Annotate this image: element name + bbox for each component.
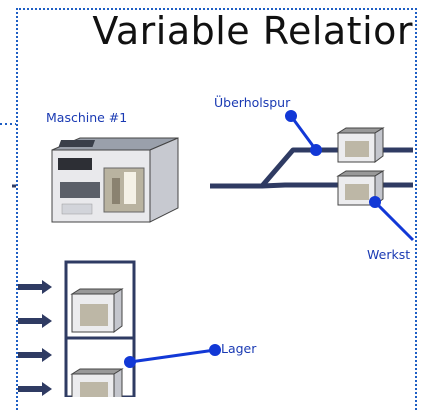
arrow-3 [18,348,52,362]
slide-title: Variable Relatior [92,9,413,53]
overtaking-lane-label: Überholspur [214,95,291,110]
input-arrows [18,280,52,396]
label-connectors [124,110,415,368]
workshop-label: Werkst [367,247,411,262]
workshop-connector [373,200,415,242]
storage-machine-1 [70,288,124,333]
machine-1-icon [51,137,179,223]
storage-rack [64,260,136,397]
storage-machine-2 [70,368,124,397]
overtaking-connector [289,115,318,151]
slide-frame [16,8,417,410]
track-machine-1 [336,127,385,163]
arrow-2 [18,314,52,328]
arrow-1 [18,280,52,294]
machine-1-label: Maschine #1 [46,110,128,125]
overtaking-dot [285,110,297,122]
track-machine-2 [336,170,385,206]
storage-label: Lager [221,341,257,356]
storage-dot [209,344,221,356]
storage-connector [129,348,216,364]
process-diagram [0,110,415,397]
arrow-4 [18,382,52,396]
